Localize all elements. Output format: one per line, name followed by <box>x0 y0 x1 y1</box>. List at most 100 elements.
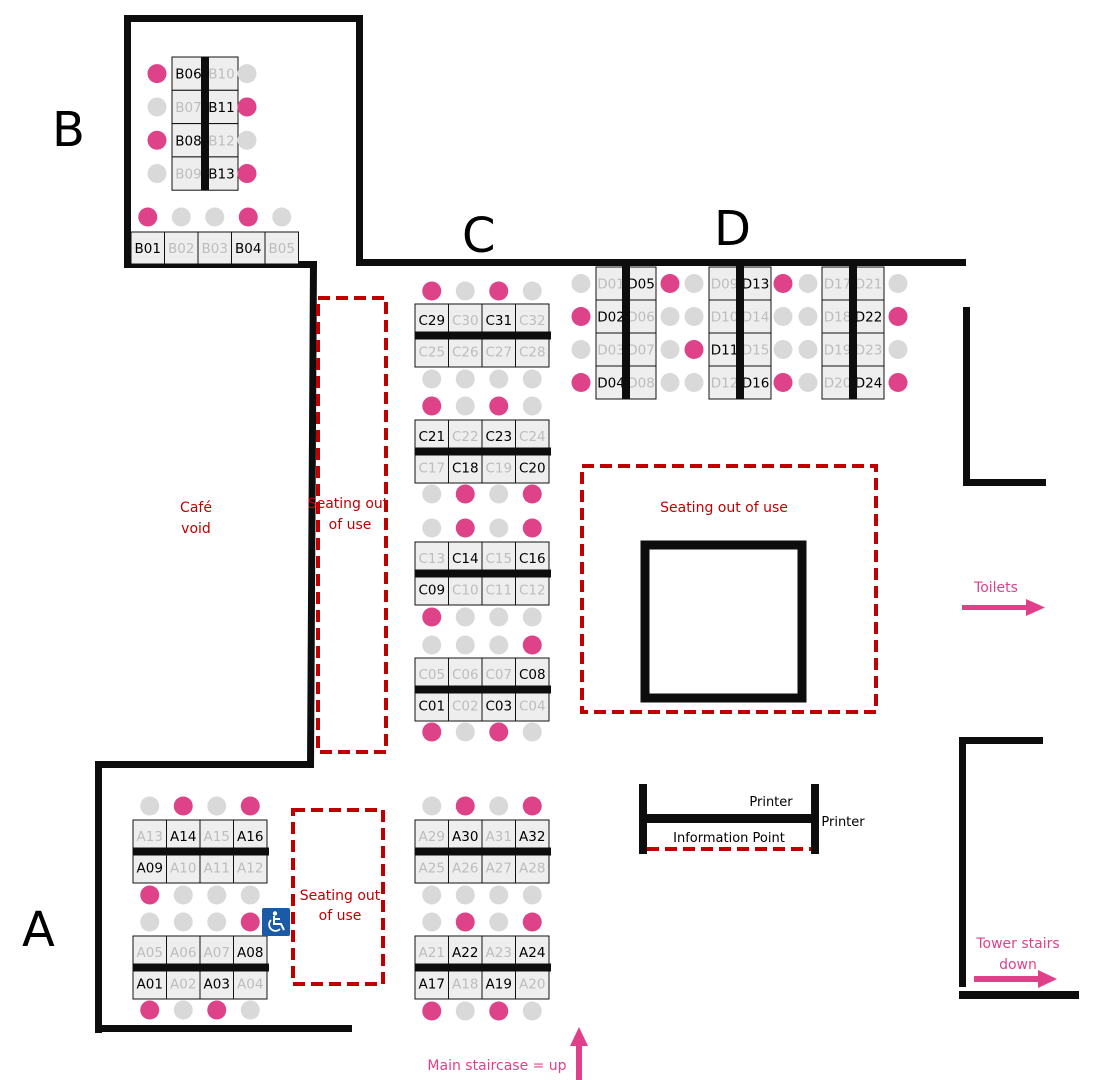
seat-cell[interactable] <box>233 819 268 852</box>
seat-C13[interactable]: C13 <box>414 541 449 574</box>
seat-A13[interactable]: A13 <box>132 819 167 852</box>
seat-C19[interactable]: C19 <box>481 451 516 484</box>
seat-D04[interactable]: D04 <box>595 365 627 400</box>
seat-cell[interactable] <box>448 419 483 452</box>
seat-A07[interactable]: A07 <box>199 935 234 968</box>
seat-D02[interactable]: D02 <box>595 299 627 334</box>
seat-cell[interactable] <box>515 303 550 336</box>
seat-D09[interactable]: D09 <box>708 266 741 301</box>
seat-A02[interactable]: A02 <box>166 967 201 1000</box>
seat-cell[interactable] <box>515 851 550 884</box>
seat-A15[interactable]: A15 <box>199 819 234 852</box>
seat-C25[interactable]: C25 <box>414 335 449 368</box>
seat-D24[interactable]: D24 <box>852 365 885 400</box>
seat-A06[interactable]: A06 <box>166 935 201 968</box>
seat-cell[interactable] <box>414 419 449 452</box>
seat-cell[interactable] <box>264 231 299 265</box>
seat-cell[interactable] <box>448 451 483 484</box>
seat-D10[interactable]: D10 <box>708 299 741 334</box>
seat-cell[interactable] <box>481 851 516 884</box>
seat-D06[interactable]: D06 <box>625 299 657 334</box>
seat-C26[interactable]: C26 <box>448 335 483 368</box>
seat-D15[interactable]: D15 <box>739 332 772 367</box>
seat-A18[interactable]: A18 <box>448 967 483 1000</box>
seat-A22[interactable]: A22 <box>448 935 483 968</box>
seat-C32[interactable]: C32 <box>515 303 550 336</box>
seat-A24[interactable]: A24 <box>515 935 550 968</box>
seat-D08[interactable]: D08 <box>625 365 657 400</box>
seat-cell[interactable] <box>130 231 165 265</box>
seat-D17[interactable]: D17 <box>821 266 854 301</box>
seat-C10[interactable]: C10 <box>448 573 483 606</box>
seat-cell[interactable] <box>708 365 741 400</box>
seat-cell[interactable] <box>166 967 201 1000</box>
seat-cell[interactable] <box>515 819 550 852</box>
seat-A09[interactable]: A09 <box>132 851 167 884</box>
seat-D18[interactable]: D18 <box>821 299 854 334</box>
seat-cell[interactable] <box>515 657 550 690</box>
seat-cell[interactable] <box>448 303 483 336</box>
seat-cell[interactable] <box>132 935 167 968</box>
seat-D23[interactable]: D23 <box>852 332 885 367</box>
seat-A03[interactable]: A03 <box>199 967 234 1000</box>
seat-C24[interactable]: C24 <box>515 419 550 452</box>
seat-C21[interactable]: C21 <box>414 419 449 452</box>
seat-cell[interactable] <box>595 332 627 367</box>
seat-cell[interactable] <box>625 365 657 400</box>
seat-cell[interactable] <box>171 56 206 91</box>
seat-cell[interactable] <box>515 573 550 606</box>
seat-D21[interactable]: D21 <box>852 266 885 301</box>
seat-D22[interactable]: D22 <box>852 299 885 334</box>
seat-cell[interactable] <box>414 303 449 336</box>
seat-A05[interactable]: A05 <box>132 935 167 968</box>
seat-A10[interactable]: A10 <box>166 851 201 884</box>
seat-D19[interactable]: D19 <box>821 332 854 367</box>
seat-cell[interactable] <box>515 935 550 968</box>
seat-C31[interactable]: C31 <box>481 303 516 336</box>
seat-D03[interactable]: D03 <box>595 332 627 367</box>
seat-A20[interactable]: A20 <box>515 967 550 1000</box>
seat-A12[interactable]: A12 <box>233 851 268 884</box>
seat-C03[interactable]: C03 <box>481 689 516 722</box>
seat-cell[interactable] <box>414 935 449 968</box>
seat-A25[interactable]: A25 <box>414 851 449 884</box>
seat-D20[interactable]: D20 <box>821 365 854 400</box>
seat-cell[interactable] <box>515 967 550 1000</box>
seat-A11[interactable]: A11 <box>199 851 234 884</box>
seat-cell[interactable] <box>171 89 206 125</box>
seat-cell[interactable] <box>199 851 234 884</box>
seat-cell[interactable] <box>481 451 516 484</box>
seat-C04[interactable]: C04 <box>515 689 550 722</box>
seat-D05[interactable]: D05 <box>625 266 657 301</box>
seat-A32[interactable]: A32 <box>515 819 550 852</box>
seat-C30[interactable]: C30 <box>448 303 483 336</box>
seat-A26[interactable]: A26 <box>448 851 483 884</box>
seat-C17[interactable]: C17 <box>414 451 449 484</box>
seat-D13[interactable]: D13 <box>739 266 772 301</box>
seat-C16[interactable]: C16 <box>515 541 550 574</box>
seat-cell[interactable] <box>821 266 854 301</box>
seat-B04[interactable]: B04 <box>231 231 266 265</box>
seat-C05[interactable]: C05 <box>414 657 449 690</box>
seat-cell[interactable] <box>708 332 741 367</box>
seat-B06[interactable]: B06 <box>171 56 206 91</box>
seat-D14[interactable]: D14 <box>739 299 772 334</box>
seat-A08[interactable]: A08 <box>233 935 268 968</box>
seat-cell[interactable] <box>448 573 483 606</box>
seat-B13[interactable]: B13 <box>204 156 239 191</box>
seat-cell[interactable] <box>595 266 627 301</box>
seat-A31[interactable]: A31 <box>481 819 516 852</box>
seat-C23[interactable]: C23 <box>481 419 516 452</box>
seat-B07[interactable]: B07 <box>171 89 206 125</box>
seat-A19[interactable]: A19 <box>481 967 516 1000</box>
seat-C11[interactable]: C11 <box>481 573 516 606</box>
seat-D01[interactable]: D01 <box>595 266 627 301</box>
seat-cell[interactable] <box>414 851 449 884</box>
seat-A28[interactable]: A28 <box>515 851 550 884</box>
seat-B08[interactable]: B08 <box>171 123 206 158</box>
seat-cell[interactable] <box>739 365 772 400</box>
seat-C09[interactable]: C09 <box>414 573 449 606</box>
seat-C08[interactable]: C08 <box>515 657 550 690</box>
seat-A30[interactable]: A30 <box>448 819 483 852</box>
seat-cell[interactable] <box>481 689 516 722</box>
